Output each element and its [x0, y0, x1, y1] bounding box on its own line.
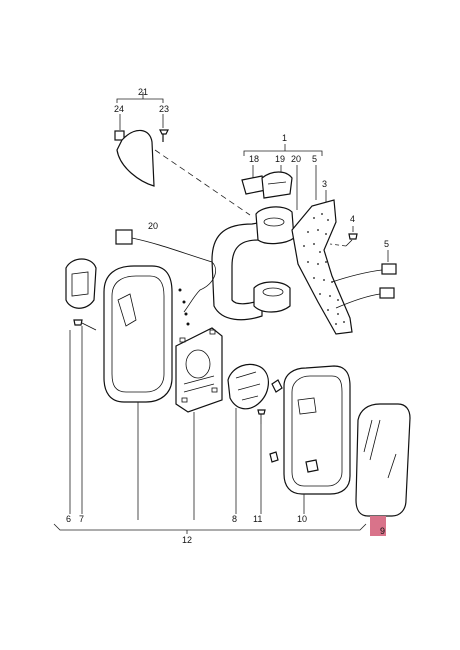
cable-5-group: 5: [331, 239, 397, 309]
screw-4[interactable]: [348, 233, 358, 240]
label-24[interactable]: 24: [114, 104, 124, 114]
arm-tube[interactable]: [211, 217, 293, 321]
mirror-glass-9[interactable]: [355, 403, 411, 517]
label-12[interactable]: 12: [182, 535, 192, 545]
mirror-housing[interactable]: [103, 265, 173, 403]
label-23[interactable]: 23: [159, 104, 169, 114]
leader-lines-bottom: [69, 326, 385, 522]
screw-4-group: 4: [329, 214, 358, 247]
clamp-parts: [241, 171, 293, 199]
screw-11[interactable]: [257, 409, 266, 415]
mirror-housing-left: [103, 265, 173, 403]
arm-joint-upper[interactable]: [255, 206, 295, 245]
label-6[interactable]: 6: [66, 514, 71, 524]
base-plate[interactable]: [175, 327, 223, 413]
label-20[interactable]: 20: [148, 221, 158, 231]
cap-6-group: [65, 258, 97, 331]
bracket-21-group: 21 24 23: [114, 87, 251, 216]
base-plate-group: [175, 327, 223, 413]
frame-clip-b: [269, 451, 279, 463]
label-5-top[interactable]: 5: [312, 154, 317, 164]
label-3[interactable]: 3: [322, 179, 327, 189]
harness-20[interactable]: [131, 237, 213, 263]
label-5[interactable]: 5: [384, 239, 389, 249]
label-19[interactable]: 19: [275, 154, 285, 164]
label-20-top[interactable]: 20: [291, 154, 301, 164]
frame-10-group: [269, 365, 351, 495]
label-10[interactable]: 10: [297, 514, 307, 524]
bracket-21-line: [116, 98, 164, 103]
bracket-1-group: 1 18 19 20 5: [243, 133, 323, 210]
screw-23[interactable]: [159, 129, 169, 142]
adjust-motor-8[interactable]: [227, 363, 269, 410]
label-7[interactable]: 7: [79, 514, 84, 524]
cover-21[interactable]: [116, 129, 155, 187]
label-11[interactable]: 11: [253, 514, 262, 524]
group-12-brace: 12: [53, 523, 367, 545]
frame-clip-a: [271, 379, 283, 393]
brace-12: [53, 523, 367, 531]
connector-5b[interactable]: [379, 287, 395, 299]
motor-8-group: [227, 363, 269, 424]
screw-7[interactable]: [73, 319, 83, 326]
label-8[interactable]: 8: [232, 514, 237, 524]
label-4[interactable]: 4: [350, 214, 355, 224]
harness-20-group: 20: [115, 221, 216, 326]
mirror-arm: [211, 206, 295, 321]
frame-clip-c: [305, 459, 319, 473]
clip-24[interactable]: [114, 130, 125, 141]
connector-5a[interactable]: [381, 263, 397, 275]
highlight-9: [370, 516, 386, 536]
arm-joint-lower[interactable]: [253, 281, 291, 313]
label-18[interactable]: 18: [249, 154, 259, 164]
cap-6[interactable]: [65, 258, 97, 309]
bottom-labels: 6 7 8 11 10 9: [66, 514, 386, 536]
connector-20[interactable]: [115, 229, 133, 245]
mirror-glass-9-group: [355, 403, 411, 517]
plate-3[interactable]: [291, 199, 353, 335]
clamp-19[interactable]: [261, 171, 293, 199]
label-9[interactable]: 9: [380, 526, 385, 536]
frame-10[interactable]: [283, 365, 351, 495]
label-1[interactable]: 1: [282, 133, 287, 143]
mounting-plate-3: 3: [291, 179, 353, 335]
